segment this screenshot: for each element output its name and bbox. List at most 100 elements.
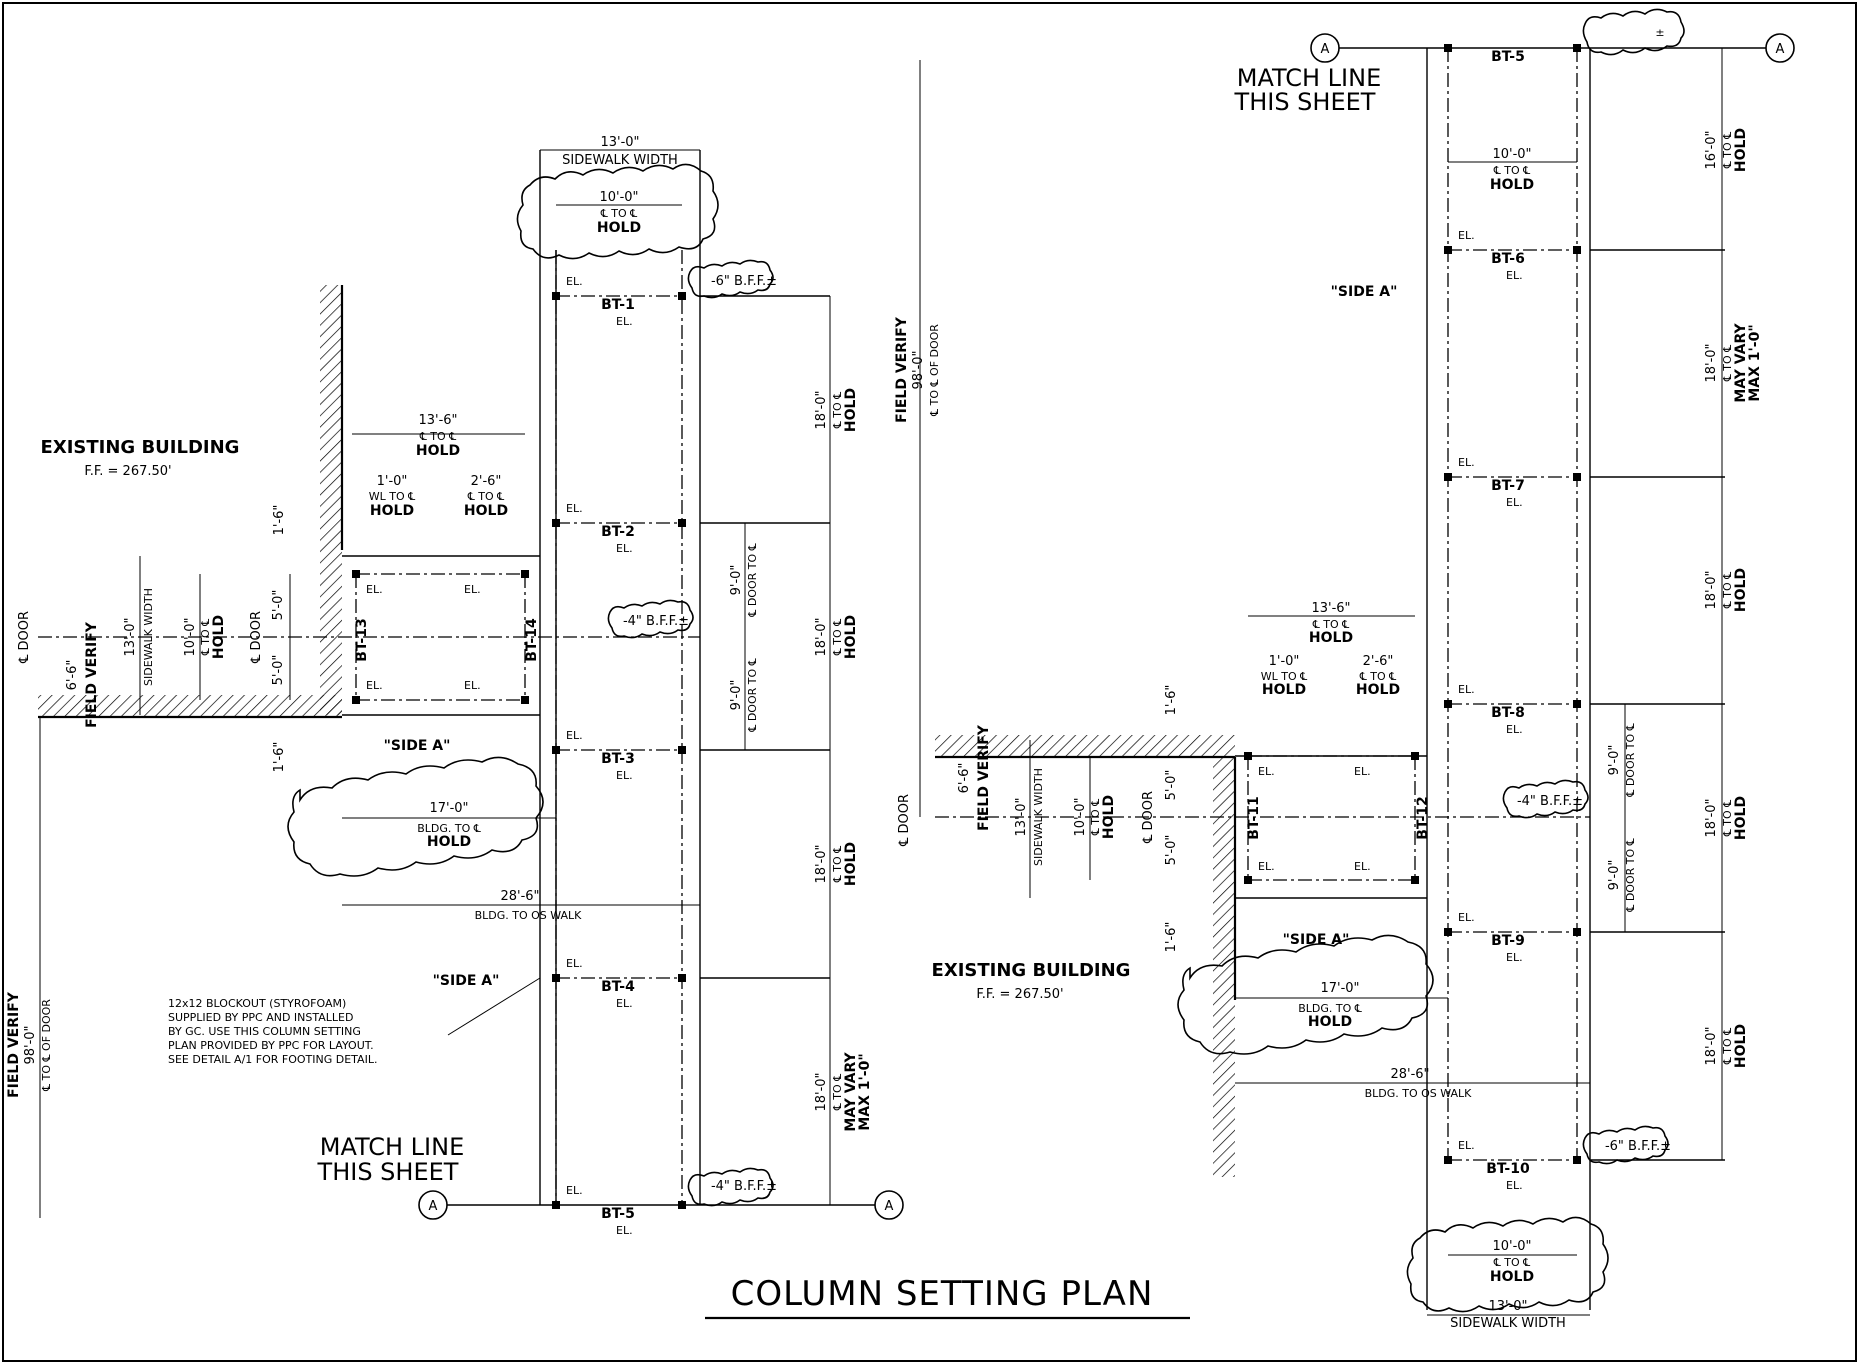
right-grid-a-end-label: A [1776,42,1785,57]
right-col-bt-9: BT-9 [1491,933,1525,949]
right-bff-top: ± [1655,26,1664,39]
left-10-side-hold: HOLD [211,615,227,659]
left-dim-5-top: 5'-0" [271,590,286,621]
right-vdim-3-cl: ℄ TO ℄ [1721,800,1734,838]
right-bff-bot: -6" B.F.F.± [1605,1139,1671,1154]
left-col-bt-4: BT-4 [601,979,635,995]
right-2-6-cl: ℄ TO ℄ [1359,670,1397,683]
left-field-verify-98: 98'-0" [23,1025,38,1064]
left-bff-bot-cloud [687,1167,774,1207]
left-2-6-hold: HOLD [464,503,508,519]
right-vdim-1-cl: ℄ TO ℄ [1721,345,1734,383]
right-vdim-16-hold: HOLD [1733,128,1749,172]
right-cl-dim-top: 10'-0" [1492,147,1531,162]
right-2-6-hold: HOLD [1356,682,1400,698]
right-field-verify-small: FIELD VERIFY [976,724,992,831]
right-vdim-16-cl: ℄ TO ℄ [1721,132,1734,170]
left-bldg-to-cl: BLDG. TO ℄ [417,822,481,835]
right-col-bt-8: BT-8 [1491,705,1525,721]
right-existing-building: EXISTING BUILDING [932,960,1131,981]
left-el-5a: EL. [566,1184,583,1197]
left-bff-top: -6" B.F.F.± [711,274,777,289]
drawing-title: COLUMN SETTING PLAN [731,1274,1154,1314]
left-col-bt-3: BT-3 [601,751,635,767]
left-dim-5-bot: 5'-0" [271,655,286,686]
right-building-wall [1213,757,1235,1177]
right-dim-1-6-bot: 1'-6" [1164,922,1179,953]
left-dim-6-6: 6'-6" [65,660,80,691]
left-wl-to-cl: WL TO ℄ [369,490,415,503]
left-grid-a-end-label: A [885,1199,894,1214]
right-this-sheet: THIS SHEET [1234,88,1376,116]
right-cl-door-side: ℄ DOOR [1141,791,1156,844]
right-vdim-2-hold: HOLD [1733,568,1749,612]
right-bff-bot-cloud [1582,1125,1669,1165]
left-vdim-1-hold: HOLD [843,388,859,432]
right-vdim-2-cl: ℄ TO ℄ [1721,572,1734,610]
left-bff-mid-cloud [607,599,694,639]
left-el-5b: EL. [616,1224,633,1237]
left-match-line: MATCH LINE [320,1133,465,1161]
right-door-to-bot: ℄ DOOR TO ℄ [1624,838,1637,912]
right-entry-hold: HOLD [1309,630,1353,646]
right-10-side-hold: HOLD [1101,795,1117,839]
left-vdim-1-cl: ℄ TO ℄ [831,392,844,430]
right-bldg-hold: HOLD [1308,1014,1352,1030]
left-dim-2-6: 2'-6" [471,474,502,489]
right-sidewalk-dim: 13'-0" [1488,1299,1527,1314]
left-bff-bot: -4" B.F.F.± [711,1179,777,1194]
left-entry-dim: 13'-6" [418,413,457,428]
right-dim-10-side: 10'-0" [1073,797,1088,836]
left-building-floor [38,695,342,717]
left-cl-door-far: ℄ DOOR [17,611,32,664]
left-el-2b: EL. [616,542,633,555]
left-dim-10-side: 10'-0" [183,617,198,656]
left-bldg-cloud [287,756,544,877]
right-el-10b: EL. [1506,1179,1523,1192]
right-el-6b: EL. [1506,269,1523,282]
right-ff: F.F. = 267.50' [976,987,1063,1002]
left-wl-hold: HOLD [370,503,414,519]
right-col-bt-11: BT-11 [1246,796,1262,839]
right-el-7a: EL. [1458,456,1475,469]
left-bff-mid: -4" B.F.F.± [623,614,689,629]
left-vdim-3: 18'-0" [814,844,829,883]
right-match-line: MATCH LINE [1237,64,1382,92]
left-walk-dim: 28'-6" [500,889,539,904]
right-el-9b: EL. [1506,951,1523,964]
left-vdim-2: 18'-0" [814,617,829,656]
left-el-1b: EL. [616,315,633,328]
left-vdim-4: 18'-0" [814,1072,829,1111]
left-bldg-dim: 17'-0" [429,801,468,816]
right-el-12b: EL. [1354,860,1371,873]
right-bldg-to-cl: BLDG. TO ℄ [1298,1002,1362,1015]
right-sidewalk-side-label: SIDEWALK WIDTH [1032,768,1045,866]
left-side-a-bot: "SIDE A" [433,973,500,989]
left-bldg-to-walk: BLDG. TO OS WALK [475,909,583,922]
left-top-cloud [516,163,719,260]
right-door-to-top: ℄ DOOR TO ℄ [1624,723,1637,797]
right-cl-to-cl-top: ℄ TO ℄ [1493,164,1531,177]
right-bff-top-cloud [1582,8,1685,56]
right-el-10a: EL. [1458,1139,1475,1152]
left-10-side-cl: ℄ TO ℄ [199,619,212,657]
left-dim-1-6-bot: 1'-6" [272,742,287,773]
right-sidewalk-13: 13'-0" [1014,797,1029,836]
left-vdim-4-cl: ℄ TO ℄ [831,1074,844,1112]
right-field-verify-98: 98'-0" [911,350,926,389]
left-door-9-bot: 9'-0" [729,680,744,711]
left-el-14b: EL. [464,679,481,692]
left-existing-building: EXISTING BUILDING [41,437,240,458]
right-col-bt-5: BT-5 [1491,49,1525,65]
right-vdim-1-max: MAX 1'-0" [1747,324,1763,401]
left-vdim-2-cl: ℄ TO ℄ [831,619,844,657]
left-door-to-top: ℄ DOOR TO ℄ [746,543,759,617]
right-el-8b: EL. [1506,723,1523,736]
left-cl-door-side: ℄ DOOR [249,611,264,664]
left-sidewalk-side-label: SIDEWALK WIDTH [142,588,155,686]
right-10-side-cl: ℄ TO ℄ [1089,799,1102,837]
left-sidewalk-dim: 13'-0" [600,135,639,150]
right-bff-mid-cloud [1502,779,1589,819]
right-grid-a-start [1310,33,1340,63]
